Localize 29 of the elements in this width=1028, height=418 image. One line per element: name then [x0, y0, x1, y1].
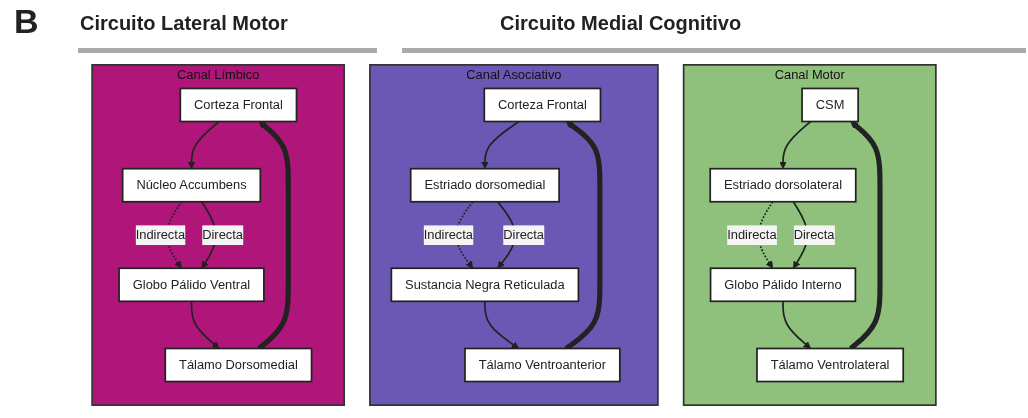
edge-label: Indirecta	[423, 227, 474, 242]
arrow	[484, 300, 520, 349]
node-box: Estriado dorsomedial	[409, 167, 560, 203]
node-box: Núcleo Accumbens	[121, 167, 262, 203]
node-box: Globo Pálido Ventral	[118, 267, 265, 303]
edge-label: Indirecta	[135, 227, 186, 242]
node-box: Estriado dorsolateral	[709, 167, 857, 203]
node-box: Globo Pálido Interno	[709, 267, 857, 303]
node-box: Corteza Frontal	[179, 87, 298, 123]
edge-label: Indirecta	[727, 227, 777, 242]
node-box: CSM	[801, 87, 859, 123]
arrow	[757, 200, 774, 269]
arrow	[782, 300, 812, 349]
node-box: Tálamo Ventroanterior	[464, 347, 621, 383]
arrow	[455, 200, 474, 269]
node-box: Tálamo Dorsomedial	[164, 347, 313, 383]
section-heading: Circuito Medial Cognitivo	[500, 12, 742, 35]
node-box: Tálamo Ventrolateral	[756, 347, 905, 383]
node-box: Sustancia Negra Reticulada	[390, 267, 580, 303]
arrow	[779, 120, 812, 170]
arrow	[187, 120, 220, 170]
edge-label: Directa	[503, 227, 544, 242]
node-box: Corteza Frontal	[483, 87, 602, 123]
edge-label: Directa	[202, 227, 243, 242]
edge-label: Directa	[793, 227, 835, 242]
arrow	[190, 300, 220, 349]
panel-letter: B	[14, 2, 39, 41]
section-heading: Circuito Lateral Motor	[80, 12, 288, 35]
arrow	[481, 120, 520, 170]
